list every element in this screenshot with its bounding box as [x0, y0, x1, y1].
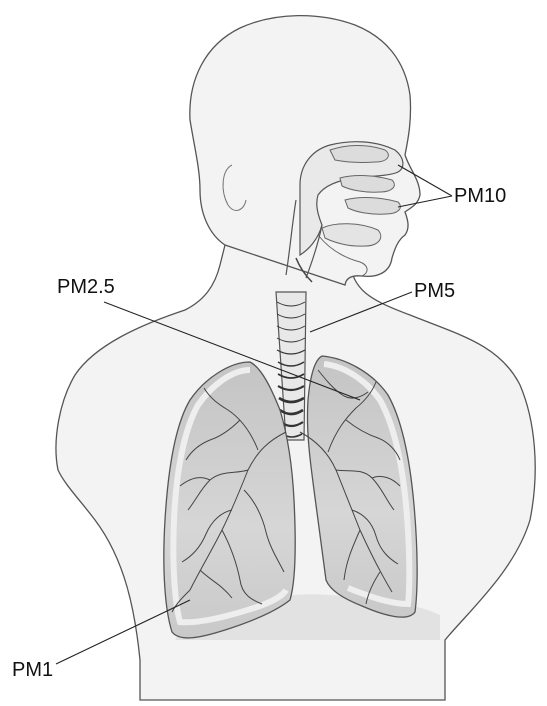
label-pm2-5: PM2.5: [57, 277, 115, 297]
label-pm5: PM5: [414, 281, 455, 301]
label-pm1: PM1: [12, 660, 53, 680]
label-pm10: PM10: [454, 186, 506, 206]
nasal-turbinate-upper: [330, 145, 388, 162]
